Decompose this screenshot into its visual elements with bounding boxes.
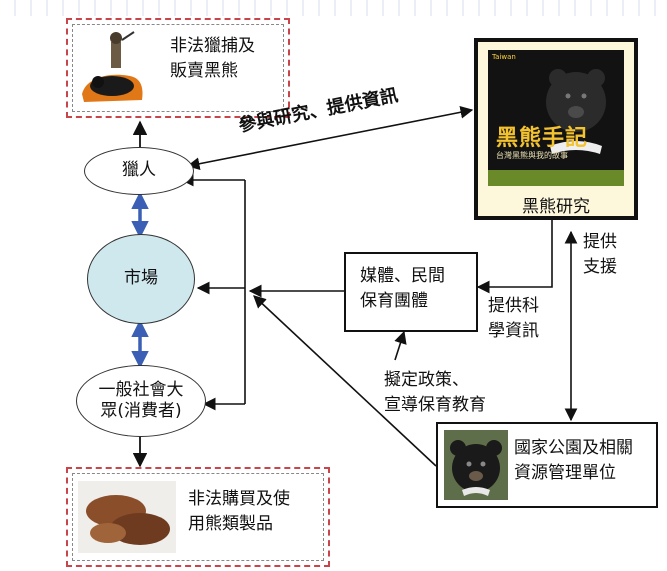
edge-label-policy: 擬定政策、 宣導保育教育	[384, 370, 486, 415]
arrow-research-hunter	[186, 105, 474, 171]
edge-label-support: 提供 支援	[583, 232, 617, 277]
bear-products-photo	[78, 481, 176, 553]
poaching-text: 非法獵捕及 販賣黑熊	[170, 36, 255, 81]
book-title: 黑熊手記	[496, 126, 589, 151]
research-box: Taiwan 黑熊手記 台灣黑熊與我的故事 黑熊研究	[474, 38, 638, 220]
park-box: 國家公園及相關 資源管理單位	[436, 422, 658, 508]
arrow-park-to-media	[394, 330, 407, 361]
hunter-node: 獵人	[84, 147, 194, 195]
public-node: 一般社會大 眾(消費者)	[76, 365, 206, 437]
market-node: 市場	[87, 234, 195, 324]
research-label: 黑熊研究	[522, 197, 590, 217]
illegal-use-box: 非法購買及使 用熊類製品	[66, 467, 330, 567]
poaching-box: 非法獵捕及 販賣黑熊	[66, 18, 290, 118]
book-subtitle: 台灣黑熊與我的故事	[496, 151, 568, 160]
arrow-research-to-media	[476, 218, 553, 294]
book-brand: Taiwan	[492, 53, 516, 61]
top-decoration	[0, 0, 667, 16]
book-cover: Taiwan 黑熊手記 台灣黑熊與我的故事	[488, 50, 624, 186]
edge-label-science-info: 提供科 學資訊	[488, 296, 539, 341]
arrow-park-to-bracket	[253, 295, 437, 467]
illegal-use-text: 非法購買及使 用熊類製品	[188, 489, 290, 534]
hunter-photo	[78, 28, 146, 106]
media-box: 媒體、民間 保育團體	[344, 252, 478, 332]
bear-face-photo	[444, 430, 508, 500]
